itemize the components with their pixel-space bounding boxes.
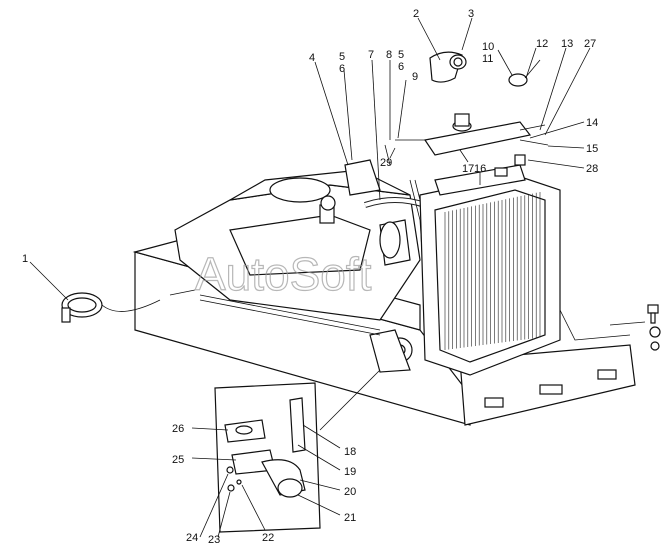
- callout-25: 25: [172, 454, 184, 466]
- callout-24: 24: [186, 532, 198, 544]
- callout-4: 4: [309, 52, 315, 64]
- radiator: [419, 164, 561, 376]
- callout-6b: 6: [398, 61, 404, 73]
- callout-6a: 6: [339, 63, 345, 75]
- callout-13: 13: [561, 38, 573, 50]
- callout-14: 14: [586, 117, 598, 129]
- callout-12: 12: [536, 38, 548, 50]
- leader-lines: [29, 17, 591, 538]
- callout-2: 2: [413, 8, 419, 20]
- callout-3: 3: [468, 8, 474, 20]
- clamp-1: [61, 292, 161, 323]
- callout-1: 1: [22, 253, 28, 265]
- top-hose-detail: [429, 51, 467, 83]
- callout-19: 19: [344, 466, 356, 478]
- callout-17: 17: [462, 163, 474, 175]
- callout-11: 11: [482, 53, 493, 65]
- callout-5a: 5: [339, 51, 345, 63]
- callout-16: 16: [474, 163, 486, 175]
- callout-labels: 1 2 3 4 5 6 7 8 5 6 9 10 11 12 13 27 14 …: [22, 8, 598, 546]
- callout-5b: 5: [398, 49, 404, 61]
- bolt-kit: [609, 304, 661, 351]
- callout-27: 27: [584, 38, 596, 50]
- callout-23: 23: [208, 534, 220, 546]
- inset-panel: [214, 369, 381, 533]
- callout-20: 20: [344, 486, 356, 498]
- engine-block: [174, 159, 421, 373]
- callout-8: 8: [386, 49, 392, 61]
- callout-9: 9: [412, 71, 418, 83]
- watermark: AutoSoft: [195, 248, 372, 300]
- callout-28: 28: [586, 163, 598, 175]
- callout-15: 15: [586, 143, 598, 155]
- callout-18: 18: [344, 446, 356, 458]
- callout-10: 10: [482, 41, 494, 53]
- callout-7: 7: [368, 49, 374, 61]
- expansion-tank: [384, 113, 549, 166]
- callout-26: 26: [172, 423, 184, 435]
- callout-29: 29: [380, 157, 392, 169]
- callout-21: 21: [344, 512, 356, 524]
- clamp-detail: [508, 59, 541, 87]
- callout-22: 22: [262, 532, 274, 544]
